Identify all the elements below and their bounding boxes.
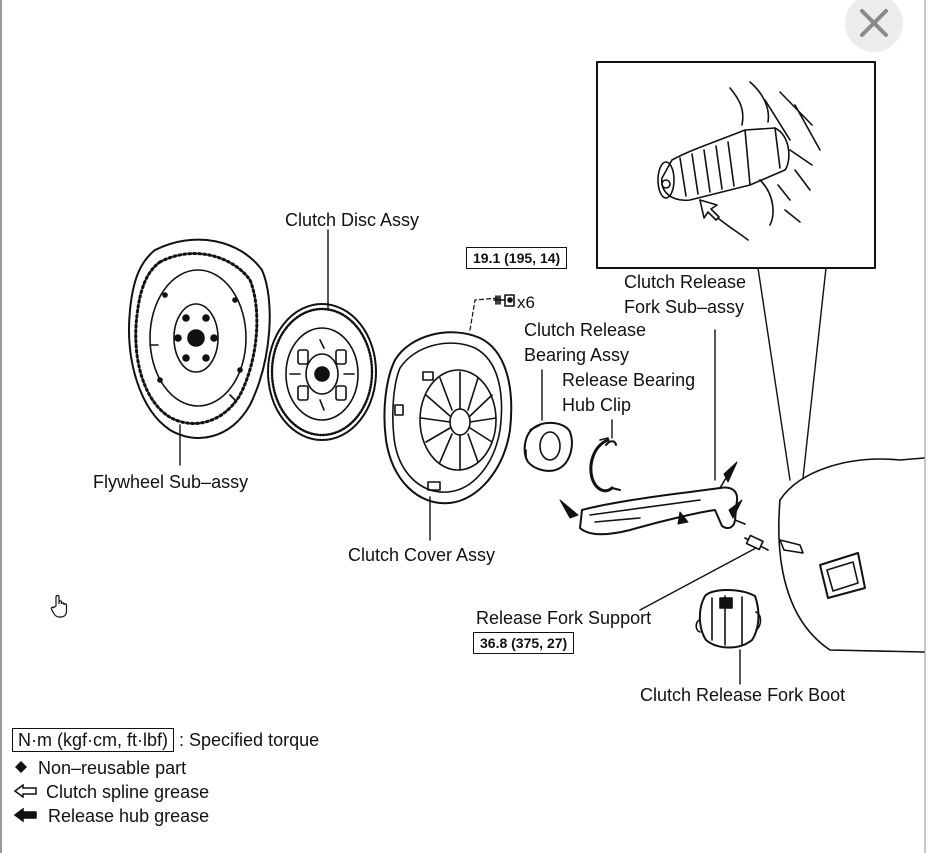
label-clutch-disc: Clutch Disc Assy bbox=[285, 210, 420, 230]
label-release-bearing-1: Clutch Release bbox=[524, 320, 647, 340]
label-bolt-count: x6 bbox=[517, 293, 535, 312]
label-hub-clip-1: Release Bearing bbox=[562, 370, 696, 390]
torque-cover-bolts: 19.1 (195, 14) bbox=[466, 247, 568, 269]
fork-support-drawing bbox=[639, 534, 769, 611]
release-fork-drawing bbox=[559, 329, 746, 536]
hub-clip-drawing bbox=[589, 419, 621, 493]
legend-torque-box: N·m (kgf·cm, ft·lbf) bbox=[12, 728, 174, 752]
inset-leader-left bbox=[757, 267, 791, 481]
clutch-cover-drawing bbox=[383, 297, 513, 541]
legend-spline-grease: Clutch spline grease bbox=[13, 780, 210, 804]
label-flywheel: Flywheel Sub–assy bbox=[93, 472, 249, 492]
inset-spline-detail bbox=[596, 61, 876, 269]
label-fork-boot: Clutch Release Fork Boot bbox=[640, 685, 846, 705]
flywheel-drawing bbox=[128, 238, 271, 466]
close-icon bbox=[860, 9, 888, 37]
cover-bolt-drawing bbox=[493, 294, 515, 307]
window-left-border bbox=[0, 0, 2, 853]
torque-fork-support: 36.8 (375, 27) bbox=[473, 632, 575, 654]
label-hub-clip-2: Hub Clip bbox=[562, 395, 632, 415]
label-fork-2: Fork Sub–assy bbox=[624, 297, 745, 317]
legend-torque: N·m (kgf·cm, ft·lbf) : Specified torque bbox=[12, 728, 319, 752]
diamond-icon bbox=[14, 756, 38, 780]
inset-leader-right bbox=[802, 267, 827, 479]
window-right-border bbox=[924, 0, 926, 853]
close-button[interactable] bbox=[845, 0, 903, 52]
label-fork-support: Release Fork Support bbox=[476, 608, 652, 628]
legend-hub-grease-text: Release hub grease bbox=[48, 806, 210, 826]
hand-cursor-icon bbox=[50, 594, 68, 623]
hollow-arrow-icon bbox=[13, 780, 46, 804]
solid-arrow-icon bbox=[13, 804, 48, 828]
label-fork-1: Clutch Release bbox=[624, 272, 747, 292]
legend-non-reusable-text: Non–reusable part bbox=[38, 758, 187, 778]
clutch-disc-drawing bbox=[267, 229, 377, 441]
label-release-bearing-2: Bearing Assy bbox=[524, 345, 630, 365]
legend-non-reusable: Non–reusable part bbox=[14, 756, 186, 780]
legend-torque-text: : Specified torque bbox=[179, 730, 320, 750]
transmission-housing bbox=[778, 457, 925, 653]
fork-boot-drawing bbox=[695, 589, 762, 685]
legend-spline-grease-text: Clutch spline grease bbox=[46, 782, 210, 802]
release-bearing-drawing bbox=[523, 369, 573, 472]
label-clutch-cover: Clutch Cover Assy bbox=[348, 545, 496, 565]
legend-hub-grease: Release hub grease bbox=[13, 804, 210, 828]
